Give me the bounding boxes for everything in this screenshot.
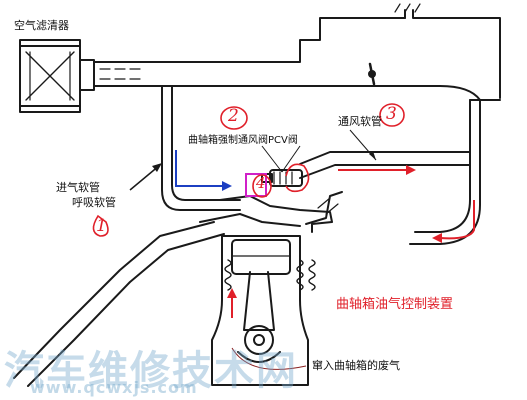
blowby-gas-label: 窜入曲轴箱的废气 <box>312 359 400 372</box>
vent-hose-leader <box>349 129 377 161</box>
pcv-leader <box>261 145 301 173</box>
breather-hose <box>13 221 225 387</box>
intake-hose-leader <box>129 163 162 191</box>
air-filter-label: 空气滤清器 <box>14 19 69 32</box>
watermark-url: www.qcwxjs.com <box>30 378 198 397</box>
connecting-rod <box>237 271 281 363</box>
system-title-label: 曲轴箱油气控制装置 <box>336 297 454 312</box>
blowby-pointer <box>231 347 307 370</box>
blowby-flow-arrows <box>227 165 475 318</box>
annotation-number-2: 2 <box>228 106 239 126</box>
throttle-valve <box>368 62 376 86</box>
valve-springs <box>224 259 316 291</box>
pcv-valve-label: 曲轴箱强制通风阀PCV阀 <box>188 135 298 146</box>
intake-hose-label: 进气软管 <box>56 181 100 194</box>
annotation-number-3: 3 <box>386 104 397 124</box>
annotation-number-4: 4 <box>256 174 266 192</box>
pcv-highlight-box <box>245 173 267 197</box>
annotation-number-1: 1 <box>96 216 107 236</box>
fresh-air-hose <box>161 85 241 211</box>
air-filter <box>19 39 95 113</box>
intake-duct <box>93 3 501 101</box>
watermark-text: 汽车维修技术网 <box>4 348 298 394</box>
annotation-circles <box>92 103 405 237</box>
vent-hose <box>299 99 481 245</box>
vent-hose-label: 通风软管 <box>338 115 382 128</box>
engine-block <box>199 191 343 386</box>
breather-hose-label: 呼吸软管 <box>72 196 116 209</box>
fresh-air-flow-arrow <box>175 150 232 191</box>
